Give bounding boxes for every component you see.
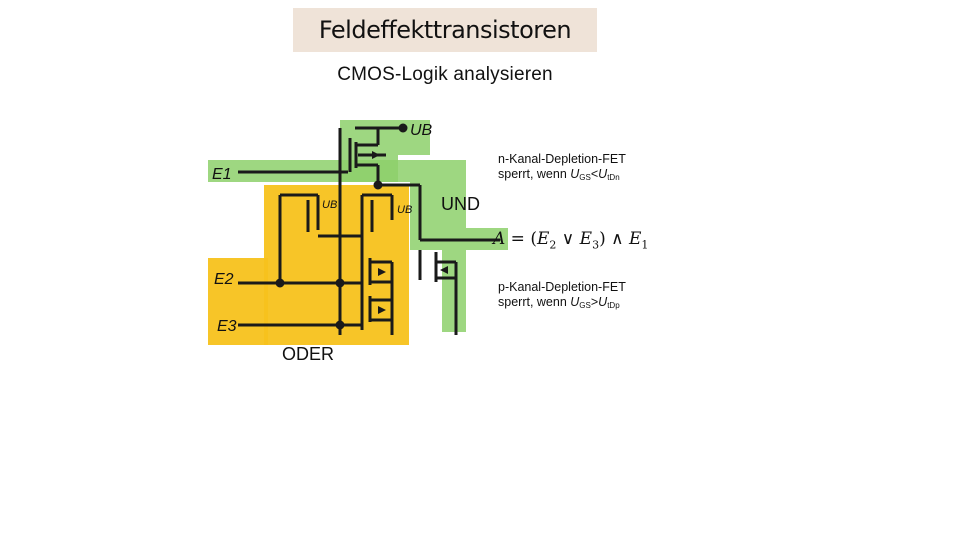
label-e2: E2 bbox=[214, 271, 234, 288]
yellow-highlight-regions bbox=[208, 185, 409, 345]
node-e2-left bbox=[275, 278, 285, 288]
n-channel-label: n-Kanal-Depletion-FET bbox=[498, 152, 626, 166]
and-label: UND bbox=[441, 194, 480, 214]
page-subtitle: CMOS-Logik analysieren bbox=[337, 64, 553, 85]
node-supply bbox=[398, 123, 408, 133]
green-region-right bbox=[398, 182, 508, 332]
p-channel-condition: sperrt, wenn UGS>UtDp bbox=[498, 295, 620, 310]
logic-formula: A = (E2 ∨ E3) ∧ E1 bbox=[493, 229, 649, 252]
arrow-stack1 bbox=[378, 268, 386, 276]
title-box: Feldeffekttransistoren bbox=[293, 8, 597, 52]
substrate-arrows bbox=[372, 151, 448, 314]
n-channel-note: n-Kanal-Depletion-FET sperrt, wenn UGS<U… bbox=[498, 152, 626, 185]
node-e2-right bbox=[335, 278, 345, 288]
label-e1: E1 bbox=[212, 166, 232, 183]
or-label: ODER bbox=[282, 344, 335, 364]
node-e3 bbox=[335, 320, 345, 330]
n-channel-condition: sperrt, wenn UGS<UtDn bbox=[498, 167, 620, 182]
circuit-wires bbox=[238, 123, 500, 335]
p-channel-note: p-Kanal-Depletion-FET sperrt, wenn UGS>U… bbox=[498, 280, 626, 313]
label-supply: UB bbox=[410, 122, 433, 139]
p-channel-label: p-Kanal-Depletion-FET bbox=[498, 280, 626, 294]
label-inner-supply-right: UB bbox=[397, 204, 412, 216]
arrow-right bbox=[440, 266, 448, 274]
page-title: Feldeffekttransistoren bbox=[318, 16, 572, 44]
yellow-region-main bbox=[264, 185, 409, 345]
label-e3: E3 bbox=[217, 318, 237, 335]
arrow-stack2 bbox=[378, 306, 386, 314]
node-mid bbox=[373, 180, 383, 190]
label-inner-supply-left: UB bbox=[322, 199, 337, 211]
yellow-region-left bbox=[208, 258, 268, 345]
arrow-top bbox=[372, 151, 380, 159]
